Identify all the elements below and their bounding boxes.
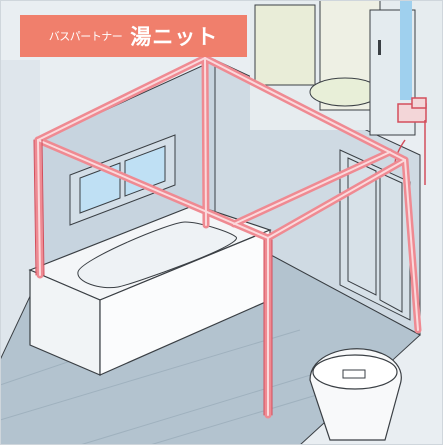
brand-name: 湯ニット bbox=[130, 25, 219, 49]
pipe-frame bbox=[33, 54, 422, 419]
window bbox=[69, 134, 176, 226]
toilet bbox=[309, 348, 402, 441]
brand-badge: バスパートナー 湯ニット bbox=[20, 15, 247, 57]
bathtub bbox=[28, 204, 272, 376]
toilet-room-background bbox=[250, 0, 443, 136]
brand-prefix: バスパートナー bbox=[48, 30, 123, 43]
